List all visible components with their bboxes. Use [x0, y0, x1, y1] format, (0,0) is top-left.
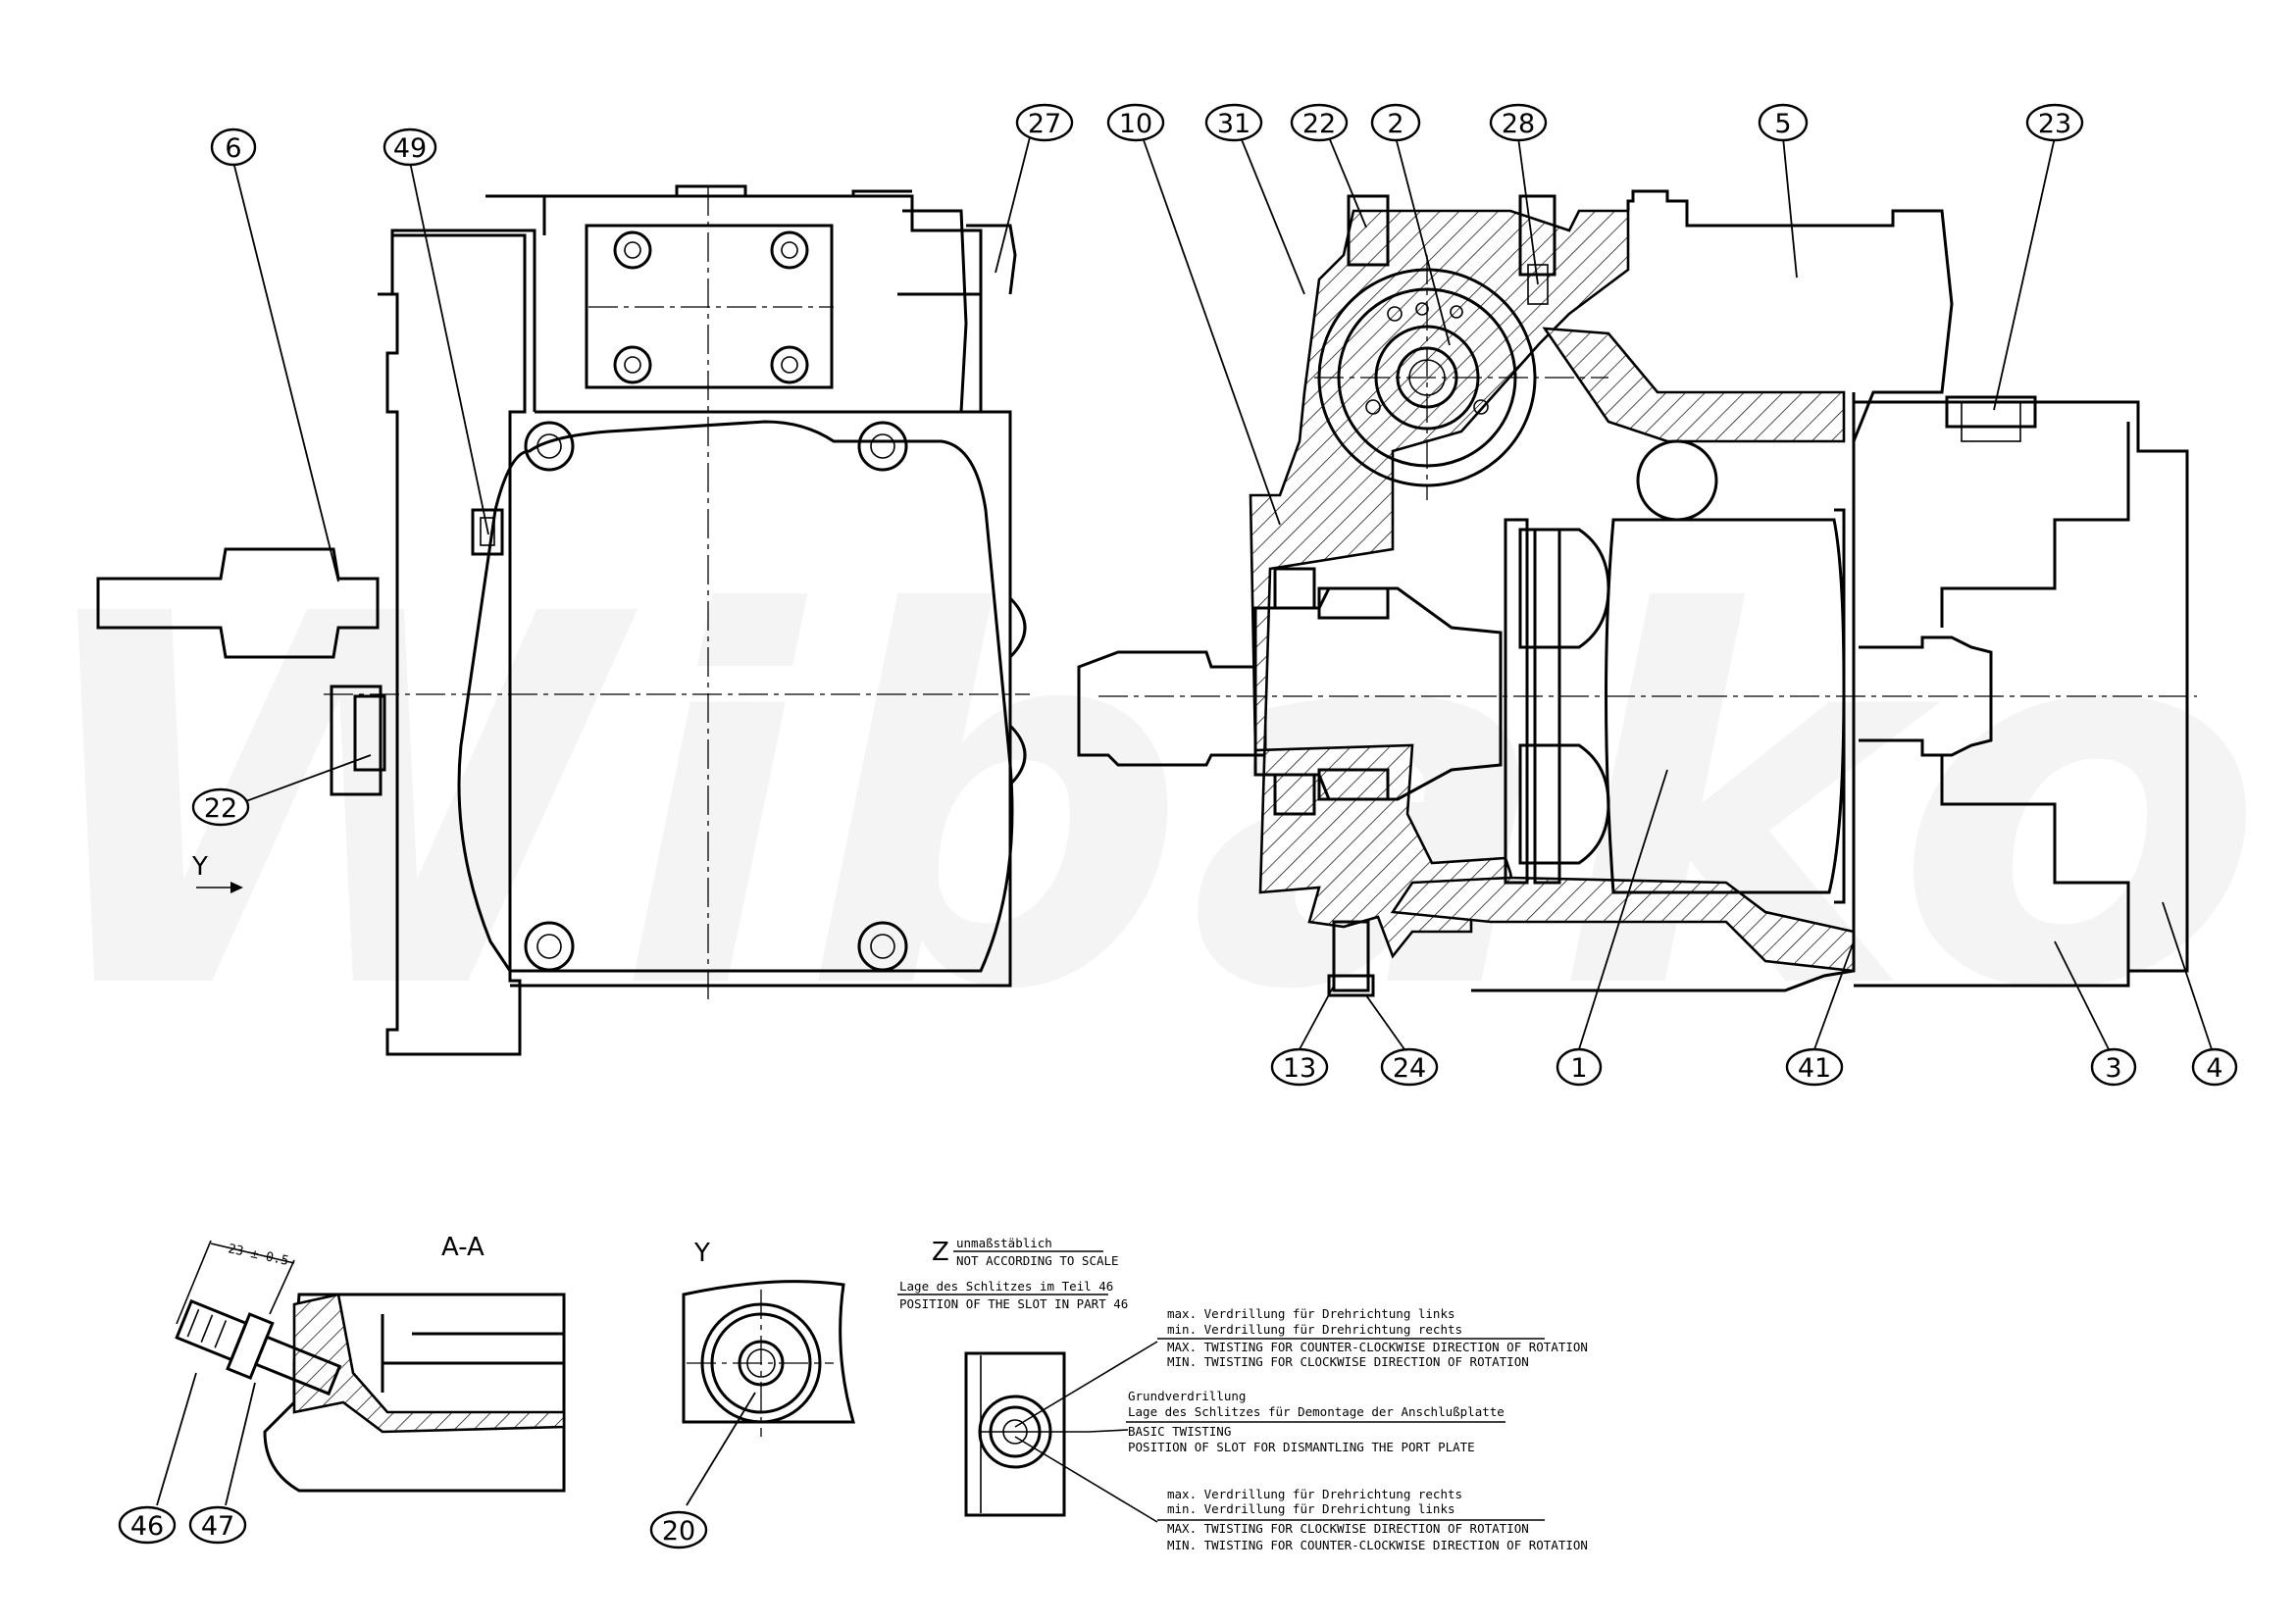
section-a-a: A-A 23 ± 0.5: [175, 1233, 566, 1493]
svg-text:22: 22: [1302, 109, 1336, 139]
detail-y-title: Y: [693, 1239, 710, 1268]
svg-text:49: 49: [393, 133, 427, 164]
svg-text:20: 20: [662, 1516, 695, 1547]
bolt-icons: [613, 230, 809, 384]
svg-text:2: 2: [1387, 109, 1403, 139]
note-basic-en2: POSITION OF SLOT FOR DISMANTLING THE POR…: [1128, 1440, 1475, 1454]
balloon-22-top: 22: [1290, 103, 1349, 142]
note-max-ccw-en: MAX. TWISTING FOR COUNTER-CLOCKWISE DIRE…: [1167, 1340, 1588, 1354]
svg-text:5: 5: [1774, 109, 1791, 139]
scale-en: NOT ACCORDING TO SCALE: [956, 1253, 1119, 1268]
right-section-view: [1077, 189, 2197, 997]
balloon-31: 31: [1204, 103, 1263, 142]
balloon-3: 3: [2090, 1047, 2137, 1087]
svg-text:24: 24: [1393, 1053, 1426, 1084]
svg-text:10: 10: [1119, 109, 1152, 139]
svg-text:46: 46: [130, 1511, 164, 1542]
balloon-13: 13: [1270, 1047, 1329, 1087]
note-basic-de: Grundverdrillung: [1128, 1389, 1246, 1403]
balloon-4: 4: [2191, 1047, 2238, 1087]
balloon-2: 2: [1370, 103, 1421, 142]
slot-de: Lage des Schlitzes im Teil 46: [899, 1279, 1113, 1294]
svg-text:27: 27: [1028, 109, 1061, 139]
section-aa-title: A-A: [441, 1233, 485, 1262]
balloon-5: 5: [1758, 103, 1809, 142]
balloon-23: 23: [2025, 103, 2084, 142]
svg-text:3: 3: [2105, 1053, 2121, 1084]
watermark: Wibako: [20, 507, 2266, 1101]
svg-text:4: 4: [2206, 1053, 2222, 1084]
svg-text:31: 31: [1217, 109, 1250, 139]
balloon-49: 49: [383, 127, 437, 167]
slot-en: POSITION OF THE SLOT IN PART 46: [899, 1296, 1128, 1311]
note-max-cw-en: MAX. TWISTING FOR CLOCKWISE DIRECTION OF…: [1167, 1521, 1529, 1536]
balloon-24: 24: [1380, 1047, 1439, 1087]
balloon-47: 47: [188, 1505, 247, 1545]
balloon-22-left: 22: [191, 787, 250, 827]
part-balloons: 6 49 27 10 31 22 2 28 5 23 22 13 24 1 41…: [118, 103, 2238, 1549]
note-min-ccw-en: MIN. TWISTING FOR COUNTER-CLOCKWISE DIRE…: [1167, 1538, 1588, 1552]
note-min-cw-en: MIN. TWISTING FOR CLOCKWISE DIRECTION OF…: [1167, 1354, 1529, 1369]
balloon-46: 46: [118, 1505, 177, 1545]
svg-text:6: 6: [225, 133, 241, 164]
svg-text:13: 13: [1283, 1053, 1316, 1084]
balloon-6: 6: [210, 127, 257, 167]
balloon-20: 20: [649, 1510, 708, 1549]
left-side-view: Y: [96, 184, 1030, 1056]
svg-text:22: 22: [204, 793, 237, 824]
detail-z: Z unmaßstäblich NOT ACCORDING TO SCALE L…: [897, 1236, 1588, 1552]
dimension-label: 23 ± 0.5: [227, 1242, 289, 1269]
view-y-label: Y: [191, 852, 208, 882]
note-max-left-de: max. Verdrillung für Drehrichtung links: [1167, 1306, 1455, 1321]
note-max-right-de: max. Verdrillung für Drehrichtung rechts: [1167, 1487, 1462, 1501]
balloon-10: 10: [1106, 103, 1165, 142]
note-basic-en: BASIC TWISTING: [1128, 1424, 1231, 1439]
svg-text:1: 1: [1570, 1053, 1587, 1084]
balloon-1: 1: [1556, 1047, 1603, 1087]
svg-text:41: 41: [1798, 1053, 1831, 1084]
note-min-left-de: min. Verdrillung für Drehrichtung links: [1167, 1501, 1455, 1516]
balloon-41: 41: [1785, 1047, 1844, 1087]
detail-y: Y: [682, 1239, 855, 1437]
scale-de: unmaßstäblich: [956, 1236, 1052, 1250]
note-basic-de2: Lage des Schlitzes für Demontage der Ans…: [1128, 1404, 1505, 1419]
svg-text:28: 28: [1502, 109, 1535, 139]
balloon-27: 27: [1015, 103, 1074, 142]
note-min-right-de: min. Verdrillung für Drehrichtung rechts: [1167, 1322, 1462, 1337]
detail-z-title: Z: [932, 1238, 949, 1267]
svg-text:23: 23: [2038, 109, 2071, 139]
balloon-28: 28: [1489, 103, 1548, 142]
svg-text:47: 47: [201, 1511, 234, 1542]
